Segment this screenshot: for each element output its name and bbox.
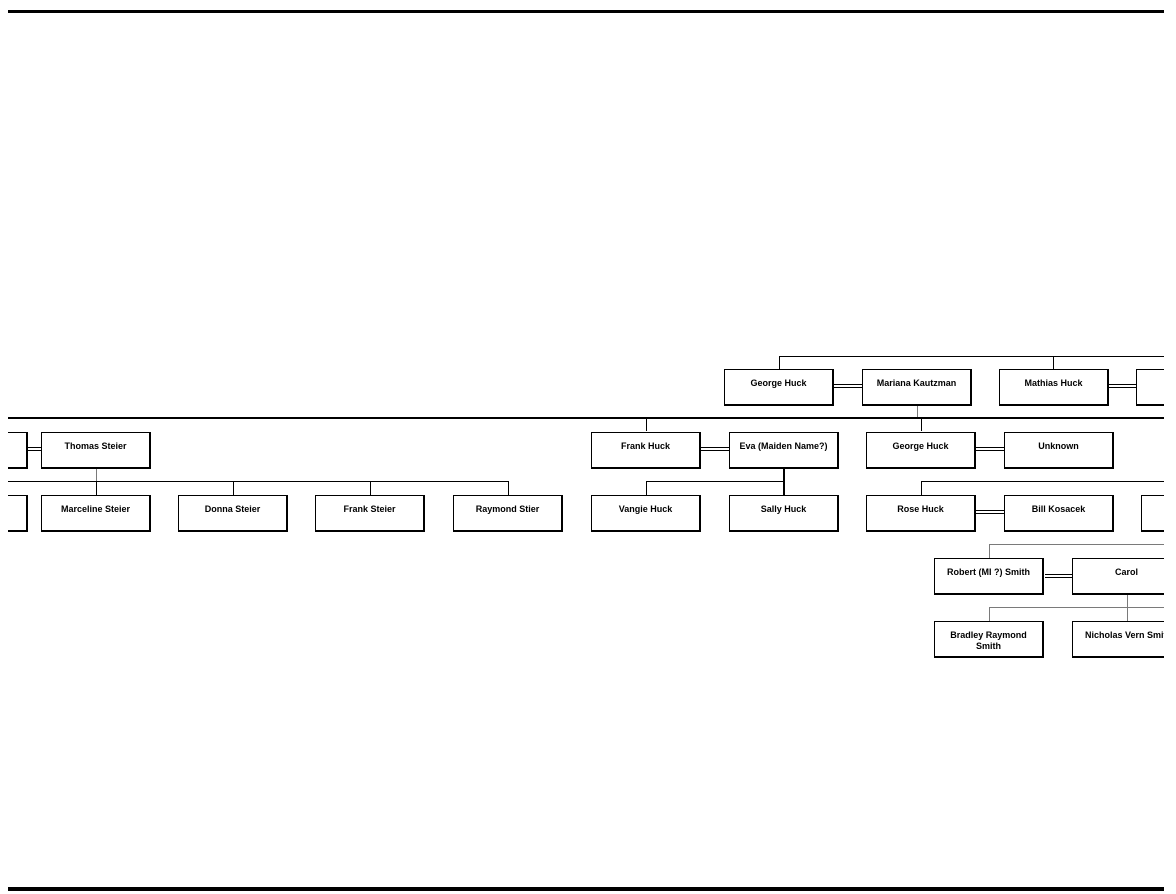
person-unknown[interactable]: Unknown	[1004, 432, 1114, 469]
person-marceline-steier[interactable]: Marceline Steier	[41, 495, 151, 532]
connector-line	[921, 419, 922, 431]
marriage-line	[976, 513, 1004, 514]
person-name: Donna Steier	[204, 504, 261, 514]
person-name: George Huck	[750, 378, 807, 388]
person-name: Bradley Raymond Smith	[950, 630, 1027, 651]
person-name: Eva (Maiden Name?)	[739, 441, 828, 451]
marriage-line	[701, 447, 729, 448]
connector-line	[370, 481, 371, 495]
marriage-line	[1108, 387, 1136, 388]
connector-line	[646, 481, 647, 495]
sibling-line	[646, 481, 784, 482]
person-name: Marceline Steier	[60, 504, 131, 514]
marriage-line	[976, 447, 1004, 448]
connector-line	[96, 469, 97, 481]
connector-line	[1127, 607, 1128, 621]
person-george-huck-jr[interactable]: George Huck	[866, 432, 976, 469]
bottom-rule	[8, 887, 1164, 891]
person-thomas-steier-spouse[interactable]	[8, 432, 28, 469]
person-name: Frank Steier	[343, 504, 396, 514]
connector-line	[779, 356, 1164, 357]
person-name: Rose Huck	[897, 504, 944, 514]
connector-line	[921, 481, 922, 495]
person-name: Vangie Huck	[618, 504, 673, 514]
person-name: Mathias Huck	[1024, 378, 1083, 388]
person-name: Carol	[1114, 567, 1138, 577]
marriage-line	[976, 510, 1004, 511]
connector-line	[233, 481, 234, 495]
family-tree-diagram: George Huck Mariana Kautzman Mathias Huc…	[8, 340, 1164, 670]
person-vangie-huck[interactable]: Vangie Huck	[591, 495, 701, 532]
marriage-line	[701, 450, 729, 451]
connector-line	[508, 481, 509, 495]
generation-line	[8, 417, 1164, 419]
person-george-huck-sr[interactable]: George Huck	[724, 369, 834, 406]
person-eva[interactable]: Eva (Maiden Name?)	[729, 432, 839, 469]
person-name: Robert (MI ?) Smith	[947, 567, 1030, 577]
marriage-line	[1045, 574, 1073, 575]
person-donna-steier[interactable]: Donna Steier	[178, 495, 288, 532]
top-rule	[8, 10, 1164, 13]
sibling-line	[989, 544, 1164, 545]
person-nicholas-smith[interactable]: Nicholas Vern Smit	[1072, 621, 1164, 658]
connector-line	[646, 419, 647, 431]
person-name: Mariana Kautzman	[876, 378, 957, 388]
sibling-line	[8, 481, 509, 482]
sibling-line	[921, 481, 1164, 482]
connector-line	[917, 406, 918, 418]
marriage-line	[976, 450, 1004, 451]
person-name: Raymond Stier	[475, 504, 540, 514]
person-name: Sally Huck	[760, 504, 807, 514]
person-mathias-spouse[interactable]: C	[1136, 369, 1164, 406]
person-mathias-huck[interactable]: Mathias Huck	[999, 369, 1109, 406]
person-name: Nicholas Vern Smit	[1085, 630, 1164, 640]
person-name: Bill Kosacek	[1031, 504, 1086, 514]
person-name: Unknown	[1038, 441, 1079, 451]
marriage-line	[834, 384, 862, 385]
connector-line	[989, 544, 990, 558]
connector-line	[96, 481, 97, 495]
marriage-line	[1108, 384, 1136, 385]
sibling-line	[989, 607, 1164, 608]
connector-line	[989, 607, 990, 621]
person-bradley-smith[interactable]: Bradley Raymond Smith	[934, 621, 1044, 658]
person-frank-huck[interactable]: Frank Huck	[591, 432, 701, 469]
person-name: Frank Huck	[620, 441, 671, 451]
person-frank-steier[interactable]: Frank Steier	[315, 495, 425, 532]
person-name: George Huck	[892, 441, 949, 451]
connector-line	[1127, 595, 1128, 607]
connector-line	[783, 469, 785, 481]
person-rose-huck[interactable]: Rose Huck	[866, 495, 976, 532]
person-bill-kosacek[interactable]: Bill Kosacek	[1004, 495, 1114, 532]
connector-line	[1053, 356, 1054, 369]
connector-line	[779, 356, 780, 369]
person-raymond-stier[interactable]: Raymond Stier	[453, 495, 563, 532]
person-sally-huck[interactable]: Sally Huck	[729, 495, 839, 532]
marriage-line	[1045, 577, 1073, 578]
person-carol[interactable]: Carol	[1072, 558, 1164, 595]
person-name: Thomas Steier	[64, 441, 127, 451]
connector-line	[783, 481, 785, 495]
person-steier-sibling[interactable]	[8, 495, 28, 532]
person-mariana-kautzman[interactable]: Mariana Kautzman	[862, 369, 972, 406]
person-robert-smith[interactable]: Robert (MI ?) Smith	[934, 558, 1044, 595]
person-thomas-steier[interactable]: Thomas Steier	[41, 432, 151, 469]
marriage-line	[834, 387, 862, 388]
person-huck-sibling-partial[interactable]	[1141, 495, 1164, 532]
